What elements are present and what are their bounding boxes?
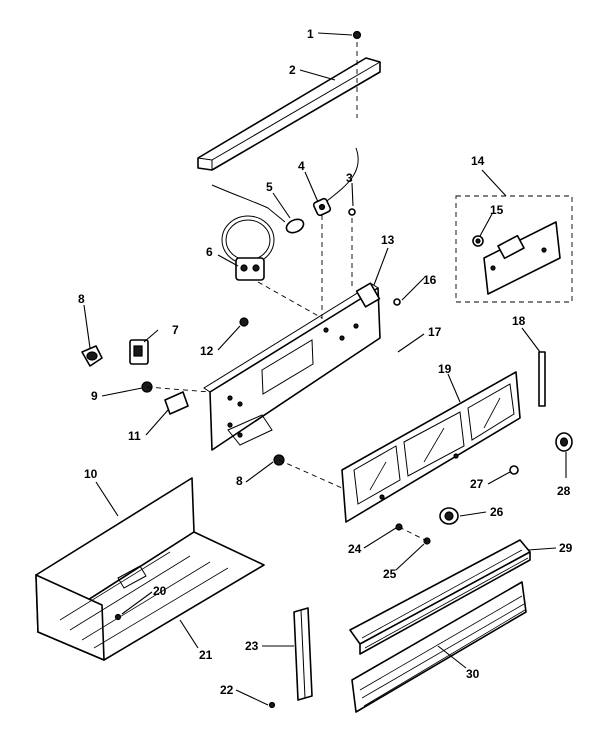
top-screw-part xyxy=(352,30,362,40)
trim-strip-part xyxy=(538,351,546,407)
callout-21: 21 xyxy=(199,648,213,662)
assembly-line xyxy=(278,459,343,489)
callout-5: 5 xyxy=(266,180,273,194)
callout-11: 11 xyxy=(128,429,141,443)
callout-8b: 8 xyxy=(236,474,243,488)
callout-19: 19 xyxy=(438,362,452,376)
callout-25: 25 xyxy=(383,567,397,581)
clip-part xyxy=(164,391,189,415)
callout-27: 27 xyxy=(470,477,484,491)
callout-20: 20 xyxy=(153,584,167,598)
top-bracket-part xyxy=(197,57,381,171)
bumper-28-part xyxy=(555,432,573,452)
callout-23: 23 xyxy=(245,639,259,653)
callout-2: 2 xyxy=(289,63,296,77)
callout-3: 3 xyxy=(346,171,353,185)
screw-27-part xyxy=(509,465,519,475)
callout-4: 4 xyxy=(298,159,305,173)
callout-8a: 8 xyxy=(78,292,85,306)
callout-17: 17 xyxy=(428,325,442,339)
vertical-trim-part xyxy=(293,607,313,701)
callout-13: 13 xyxy=(381,233,395,247)
callout-1: 1 xyxy=(307,27,314,41)
inset-box xyxy=(455,195,573,303)
callout-30: 30 xyxy=(466,667,480,681)
hinge-part xyxy=(129,339,149,365)
drawer-pan-part xyxy=(35,477,265,661)
callout-28: 28 xyxy=(557,484,571,498)
callout-labels: 1 2 3 4 5 6 7 8 8 9 10 11 12 13 14 15 16… xyxy=(78,27,573,697)
lamp-bulb-part xyxy=(285,218,305,234)
callout-9: 9 xyxy=(91,389,98,403)
front-panel-part xyxy=(341,371,521,523)
grommet-12-part xyxy=(239,317,249,327)
callout-29: 29 xyxy=(559,541,573,555)
assembly-line xyxy=(398,526,428,542)
knob-part xyxy=(81,345,103,367)
screw-22-part xyxy=(268,701,276,709)
callout-7: 7 xyxy=(172,323,179,337)
leader-lines xyxy=(83,32,567,706)
callout-16: 16 xyxy=(423,273,437,287)
timer-part xyxy=(221,215,275,281)
assembly-line xyxy=(257,281,323,319)
wire-harness-2 xyxy=(211,184,286,223)
bumper-26-part xyxy=(439,507,459,525)
callout-12: 12 xyxy=(200,344,214,358)
lamp-socket-part xyxy=(312,197,332,217)
callout-14: 14 xyxy=(471,154,485,168)
assembly-line xyxy=(146,386,211,393)
washer-part xyxy=(348,208,356,216)
screw-16-part xyxy=(393,298,401,306)
callout-22: 22 xyxy=(220,683,234,697)
callout-10: 10 xyxy=(84,467,98,481)
wire-harness xyxy=(321,147,359,206)
callout-24: 24 xyxy=(348,542,362,556)
rail-29-part xyxy=(349,539,531,655)
callout-26: 26 xyxy=(490,505,504,519)
callout-18: 18 xyxy=(512,314,526,328)
control-panel-part xyxy=(203,282,381,451)
callout-15: 15 xyxy=(490,203,504,217)
callout-6: 6 xyxy=(206,245,213,259)
